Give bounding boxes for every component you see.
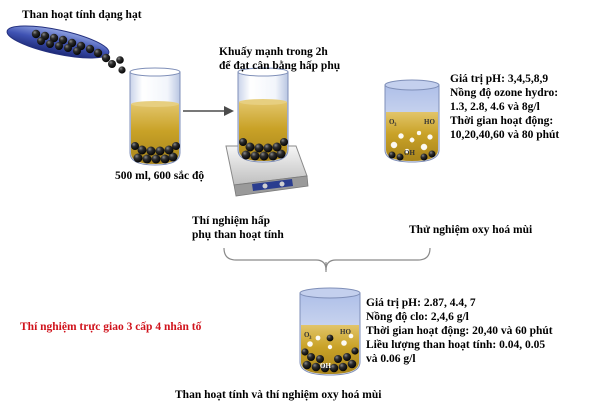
combined-param-4: Liều lượng than hoạt tính: 0.04, 0.05 — [366, 339, 546, 351]
combined-param-1: Giá trị pH: 2.87, 4.4, 7 — [366, 297, 476, 309]
beaker-combined: O 3 HO OH — [299, 287, 361, 376]
merge-bracket — [223, 247, 431, 272]
beaker-volume-label: 500 ml, 600 sắc độ — [115, 170, 205, 182]
ozone-test-label: Thử nghiệm oxy hoá mùi — [409, 224, 533, 236]
ozone-param-3: 1.3, 2.8, 4.6 và 8g/l — [450, 101, 540, 113]
svg-text:O: O — [389, 118, 395, 126]
combined-params: Giá trị pH: 2.87, 4.4, 7 Nồng độ clo: 2,… — [366, 296, 553, 366]
combined-title: Than hoạt tính và thí nghiệm oxy hoá mùi — [175, 389, 382, 401]
beaker-initial — [129, 67, 181, 166]
stir-line-2: để đạt cân bằng hấp phụ — [219, 60, 341, 72]
carbon-granules — [31, 29, 126, 74]
stir-line-1: Khuấy mạnh trong 2h — [219, 46, 328, 58]
svg-text:3: 3 — [394, 123, 397, 128]
arrow-to-stirrer — [183, 106, 234, 116]
orthogonal-label: Thí nghiệm trực giao 3 cấp 4 nhân tố — [20, 321, 202, 333]
svg-text:OH: OH — [320, 362, 331, 370]
ozone-params: Giá trị pH: 3,4,5,8,9 Nồng độ ozone hydr… — [450, 72, 559, 142]
beaker-ozone: O 3 HO OH — [384, 79, 440, 163]
svg-text:HO: HO — [424, 118, 435, 126]
ozone-param-2: Nồng độ ozone hydro: — [450, 87, 559, 99]
beaker-stirring — [237, 67, 289, 163]
adsorption-line-2: phụ than hoạt tính — [192, 229, 284, 241]
svg-text:OH: OH — [404, 149, 415, 157]
svg-text:O: O — [304, 331, 310, 339]
combined-param-5: và 0.06 g/l — [366, 353, 416, 365]
carbon-spoon — [6, 25, 126, 74]
combined-param-2: Nồng độ clo: 2,4,6 g/l — [366, 311, 469, 323]
svg-text:3: 3 — [309, 336, 312, 341]
stir-label: Khuấy mạnh trong 2h để đạt cân bằng hấp … — [219, 45, 340, 73]
ozone-param-4: Thời gian hoạt động: — [450, 115, 554, 127]
adsorption-line-1: Thí nghiệm hấp — [192, 215, 270, 227]
combined-param-3: Thời gian hoạt động: 20,40 và 60 phút — [366, 325, 553, 337]
ozone-param-5: 10,20,40,60 và 80 phút — [450, 129, 560, 141]
carbon-title: Than hoạt tính dạng hạt — [22, 9, 142, 21]
ozone-param-1: Giá trị pH: 3,4,5,8,9 — [450, 73, 549, 85]
adsorption-label: Thí nghiệm hấp phụ than hoạt tính — [192, 214, 284, 242]
svg-text:HO: HO — [340, 328, 351, 336]
